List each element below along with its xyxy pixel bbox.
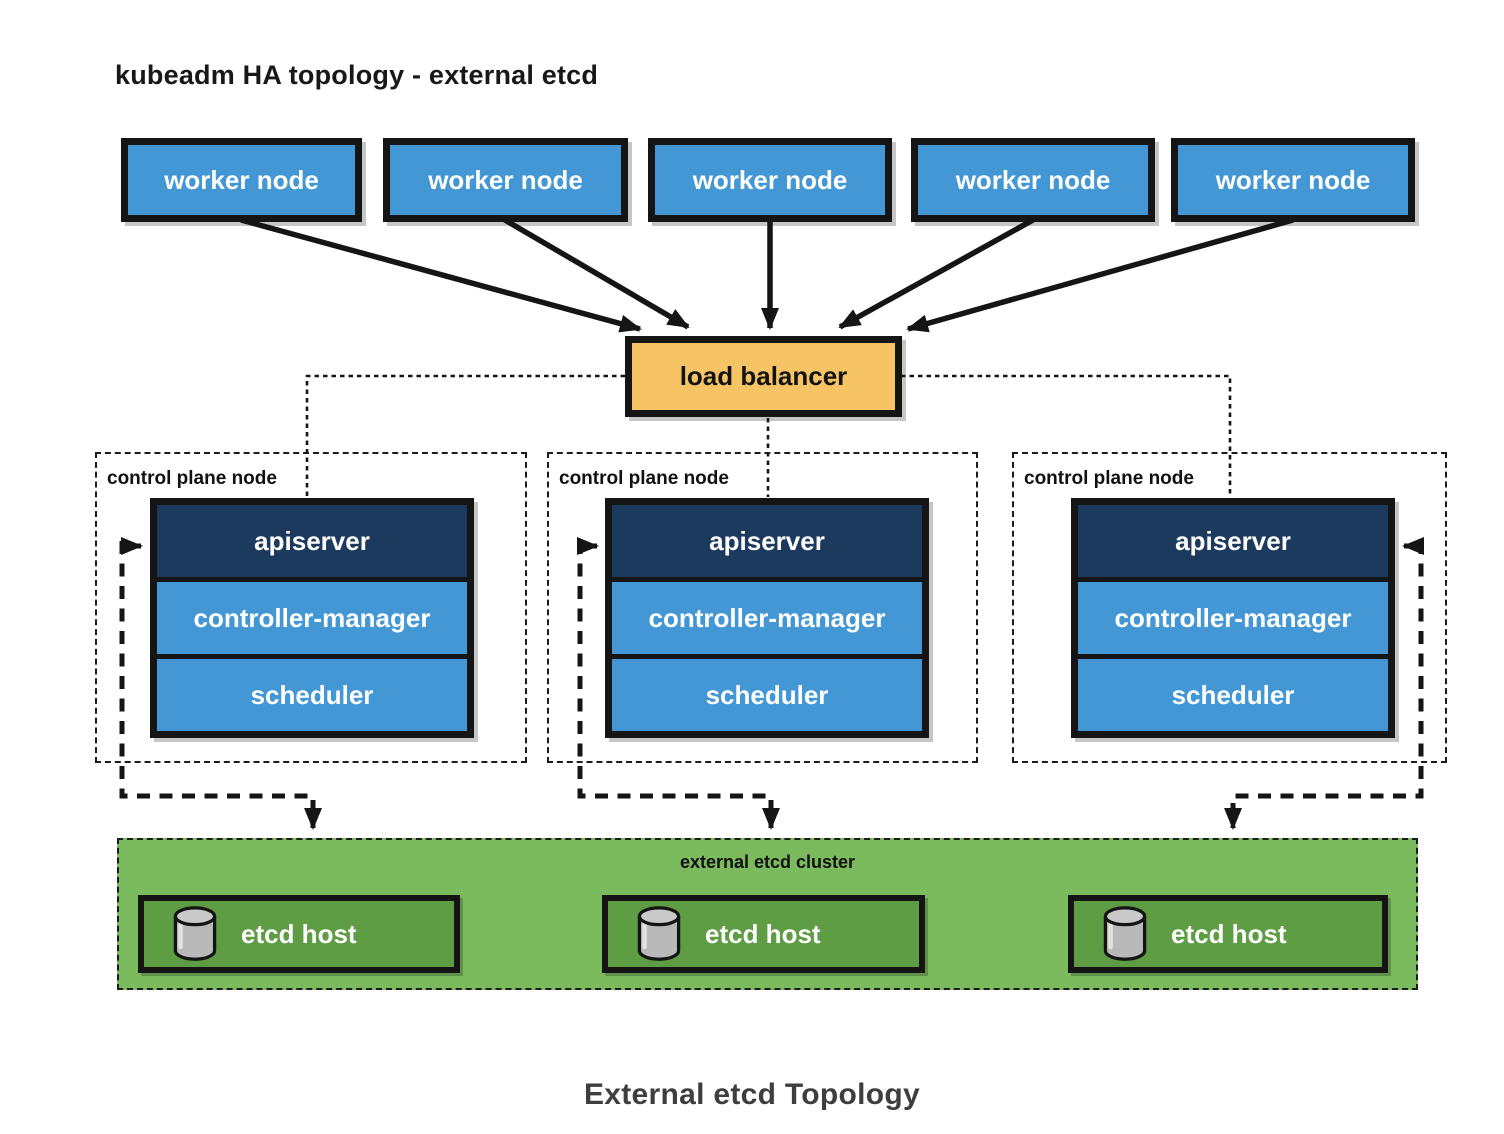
control-plane-component-stack: apiserver controller-manager scheduler [150,498,474,738]
apiserver-box: apiserver [157,505,467,577]
control-plane-component-stack: apiserver controller-manager scheduler [605,498,929,738]
controller-manager-box: controller-manager [612,582,922,654]
scheduler-box: scheduler [612,659,922,731]
diagram-caption: External etcd Topology [583,1078,921,1111]
worker-node-label: worker node [164,164,319,195]
load-balancer-label: load balancer [679,361,848,391]
apiserver-box: apiserver [612,505,922,577]
control-plane-node-box: control plane node apiserver controller-… [547,452,978,763]
controller-manager-label: controller-manager [193,602,431,633]
worker-node-box: worker node [383,138,628,222]
etcd-host-box: etcd host [1068,895,1388,973]
controller-manager-label: controller-manager [1114,602,1352,633]
etcd-host-box: etcd host [602,895,925,973]
external-etcd-cluster-label: external etcd cluster [679,852,856,872]
scheduler-label: scheduler [705,679,829,710]
worker-node-box: worker node [1171,138,1415,222]
control-plane-node-label: control plane node [1024,468,1194,489]
apiserver-box: apiserver [1078,505,1388,577]
scheduler-label: scheduler [1171,679,1295,710]
worker-node-box: worker node [648,138,892,222]
control-plane-component-stack: apiserver controller-manager scheduler [1071,498,1395,738]
external-etcd-cluster-box: external etcd cluster etcd host etcd hos… [117,838,1418,990]
apiserver-label: apiserver [254,525,370,556]
etcd-host-label: etcd host [705,918,821,949]
worker-node-label: worker node [692,164,848,195]
etcd-host-label: etcd host [1171,918,1287,949]
control-plane-node-box: control plane node apiserver controller-… [1012,452,1447,763]
apiserver-label: apiserver [709,525,825,556]
control-plane-node-label: control plane node [107,468,277,489]
worker-node-box: worker node [911,138,1155,222]
scheduler-label: scheduler [250,679,374,710]
database-cylinder-icon [173,906,217,961]
worker-node-label: worker node [1215,164,1371,195]
diagram-title: kubeadm HA topology - external etcd [115,60,599,90]
control-plane-node-box: control plane node apiserver controller-… [95,452,527,763]
etcd-host-label: etcd host [241,918,357,949]
worker-node-label: worker node [955,164,1111,195]
database-cylinder-icon [1103,906,1147,961]
scheduler-box: scheduler [1078,659,1388,731]
control-plane-node-label: control plane node [559,468,729,489]
apiserver-label: apiserver [1175,525,1291,556]
database-cylinder-icon [637,906,681,961]
controller-manager-box: controller-manager [157,582,467,654]
etcd-host-box: etcd host [138,895,460,973]
worker-to-lb-arrows [240,217,1294,333]
worker-node-box: worker node [121,138,362,222]
worker-node-label: worker node [428,164,583,195]
scheduler-box: scheduler [157,659,467,731]
controller-manager-label: controller-manager [648,602,886,633]
load-balancer-box: load balancer [625,336,902,417]
controller-manager-box: controller-manager [1078,582,1388,654]
